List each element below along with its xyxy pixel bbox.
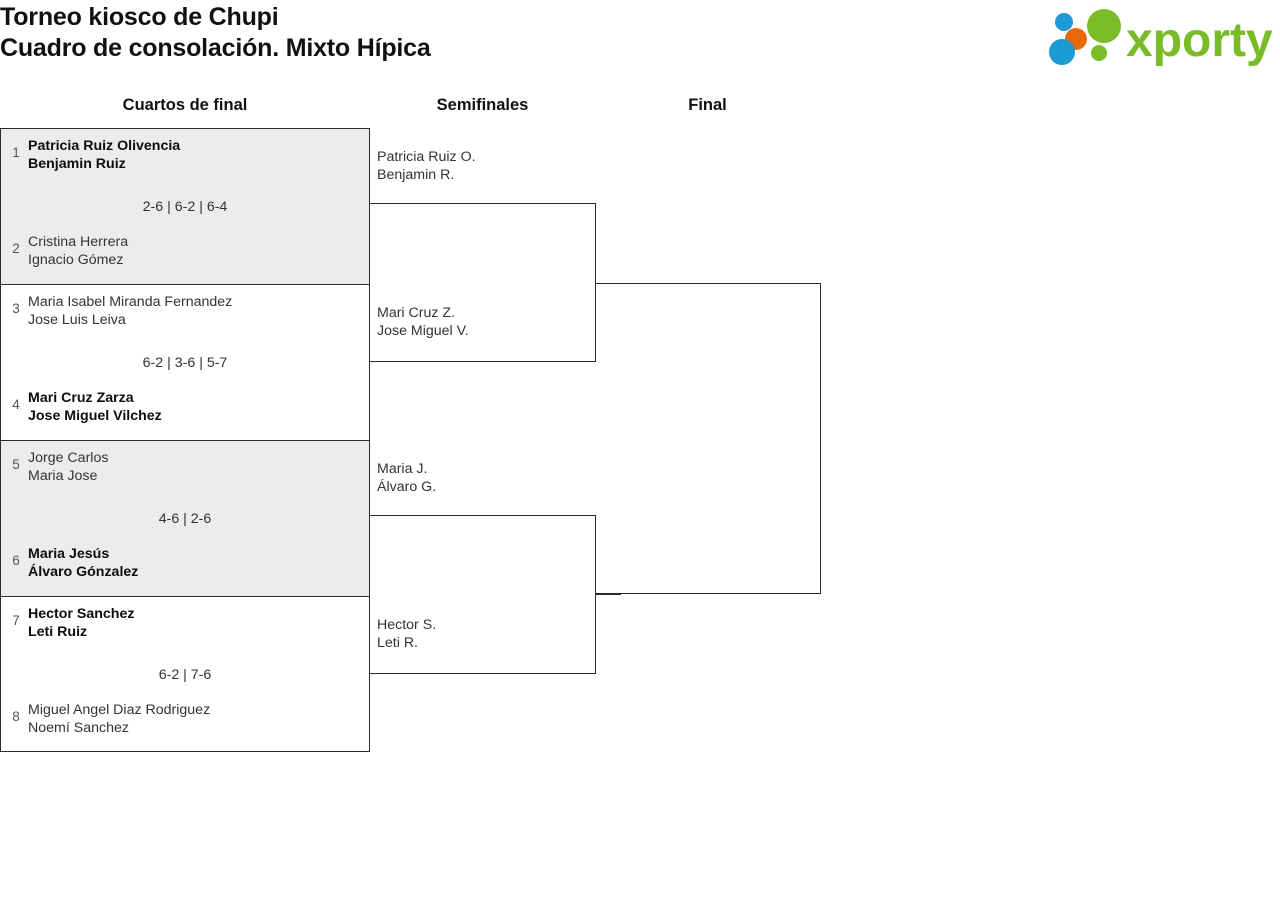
player-name-2: Álvaro G. — [377, 479, 437, 495]
svg-text:xporty: xporty — [1126, 14, 1273, 67]
seed-number: 4 — [12, 397, 20, 412]
match-score: 6-2 | 3-6 | 5-7 — [142, 355, 228, 371]
player-name-1: Mari Cruz Z. — [377, 305, 456, 321]
match-score: 6-2 | 7-6 — [158, 667, 212, 683]
semifinal-1-team-bottom[interactable]: Mari Cruz Z. Jose Miguel V. — [377, 304, 469, 340]
bracket-stub-semifinal-2 — [595, 594, 621, 595]
player-name-1: Miguel Angel Diaz Rodriguez — [28, 702, 211, 718]
seed-number: 2 — [12, 241, 20, 256]
player-name-2: Jose Miguel V. — [377, 323, 469, 339]
seed-number: 5 — [12, 457, 20, 472]
round-header-semifinals: Semifinales — [436, 96, 529, 114]
seed-number: 1 — [12, 145, 20, 160]
semifinal-2-team-bottom[interactable]: Hector S. Leti R. — [377, 616, 436, 652]
semifinal-1-team-top[interactable]: Patricia Ruiz O. Benjamin R. — [377, 148, 476, 184]
page-title: Torneo kiosco de Chupi Cuadro de consola… — [0, 2, 431, 64]
player-name-2: Noemí Sanchez — [28, 720, 129, 736]
player-name-1: Patricia Ruiz Olivencia — [28, 138, 181, 154]
player-name-2: Benjamin Ruiz — [28, 156, 126, 172]
player-name-1: Hector Sanchez — [28, 606, 135, 622]
seed-number: 3 — [12, 301, 20, 316]
player-name-1: Maria J. — [377, 461, 428, 477]
player-name-2: Leti Ruiz — [28, 624, 88, 640]
seed-number: 7 — [12, 613, 20, 628]
xporty-logo[interactable]: xporty — [1042, 6, 1274, 68]
player-name-2: Leti R. — [377, 635, 419, 651]
player-name-1: Mari Cruz Zarza — [28, 390, 134, 406]
page-title-line1: Torneo kiosco de Chupi — [0, 3, 279, 31]
player-name-1: Hector S. — [377, 617, 437, 633]
semifinal-2-team-top[interactable]: Maria J. Álvaro G. — [377, 460, 436, 496]
bracket-connector-semifinal-1 — [370, 203, 596, 362]
player-name-2: Jose Miguel Vilchez — [28, 408, 162, 424]
player-name-1: Maria Isabel Miranda Fernandez — [28, 294, 233, 310]
match-score: 2-6 | 6-2 | 6-4 — [142, 199, 228, 215]
player-name-2: Jose Luis Leiva — [28, 312, 126, 328]
bracket-connector-final — [595, 283, 821, 594]
player-name-2: Ignacio Gómez — [28, 252, 124, 268]
player-name-2: Maria Jose — [28, 468, 98, 484]
round-header-quarterfinals: Cuartos de final — [122, 96, 248, 114]
match-score: 4-6 | 2-6 — [158, 511, 212, 527]
page-title-line2: Cuadro de consolación. Mixto Hípica — [0, 34, 431, 62]
player-name-1: Patricia Ruiz O. — [377, 149, 476, 165]
player-name-2: Álvaro Gónzalez — [28, 564, 139, 580]
round-header-final: Final — [688, 96, 727, 114]
player-name-1: Jorge Carlos — [28, 450, 109, 466]
seed-number: 8 — [12, 709, 20, 724]
player-name-2: Benjamin R. — [377, 167, 455, 183]
player-name-1: Maria Jesús — [28, 546, 110, 562]
player-name-1: Cristina Herrera — [28, 234, 129, 250]
seed-number: 6 — [12, 553, 20, 568]
